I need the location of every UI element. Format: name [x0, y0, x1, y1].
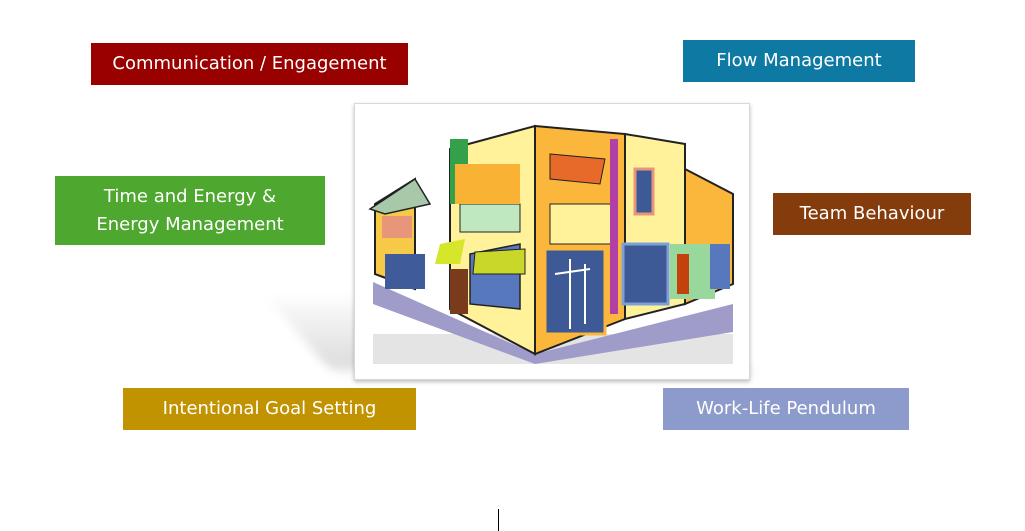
- team-behaviour-box: Team Behaviour: [773, 193, 971, 235]
- intentional-goal-setting-box: Intentional Goal Setting: [123, 388, 416, 430]
- time-energy-line2: Energy Management: [96, 213, 284, 235]
- time-energy-line1: Time and Energy &: [103, 185, 277, 207]
- communication-engagement-box: Communication / Engagement: [91, 43, 408, 85]
- building-illustration-icon: [368, 124, 734, 364]
- time-energy-management-box: Time and Energy & Energy Management: [55, 176, 325, 245]
- building-picture: [354, 103, 750, 380]
- flow-management-box: Flow Management: [683, 40, 915, 82]
- text-cursor: [498, 509, 499, 531]
- work-life-pendulum-box: Work-Life Pendulum: [663, 388, 909, 430]
